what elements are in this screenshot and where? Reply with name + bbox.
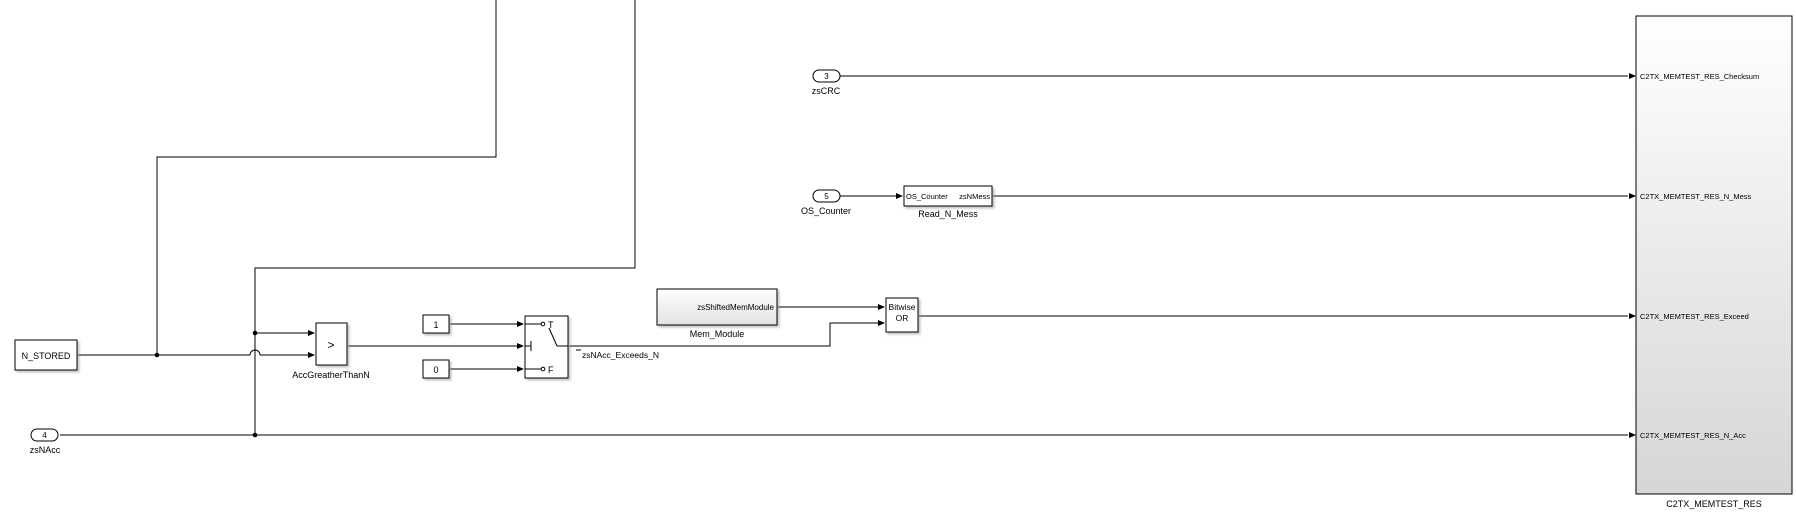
inport-zsnacc[interactable]: 4 zsNAcc [30, 428, 61, 455]
switch-true-port: T [548, 320, 554, 330]
bus-creator-block[interactable]: C2TX_MEMTEST_RES_Checksum C2TX_MEMTEST_R… [1635, 15, 1793, 509]
switch-false-port: F [548, 365, 554, 375]
compare-block[interactable]: > AccGreatherThanN [292, 322, 370, 380]
read-n-mess-block[interactable]: OS_Counter zsNMess Read_N_Mess [903, 185, 993, 219]
bus-port-label: C2TX_MEMTEST_RES_N_Mess [1640, 192, 1752, 201]
arrowheads [308, 73, 1636, 438]
branch-dot-nacc-compare [252, 330, 258, 336]
inport-os-counter[interactable]: 5 OS_Counter [801, 189, 851, 216]
arrow-bus-in-2 [1629, 193, 1636, 199]
arrow-switch-in-false [517, 366, 524, 372]
bus-port-label: C2TX_MEMTEST_RES_N_Acc [1640, 431, 1746, 440]
inport-number: 5 [824, 192, 829, 201]
n-stored-label: N_STORED [22, 351, 71, 361]
constant-1-block[interactable]: 1 [422, 314, 450, 334]
arrow-switch-in-true [517, 321, 524, 327]
mem-module-port: zsShiftedMemModule [697, 303, 774, 312]
arrow-bus-in-4 [1629, 432, 1636, 438]
arrow-compare-in-top [308, 330, 315, 336]
read-n-mess-name: Read_N_Mess [918, 209, 978, 219]
wire-top-left[interactable] [156, 0, 497, 355]
arrow-bus-in-3 [1629, 313, 1636, 319]
inport-name: zsNAcc [30, 445, 61, 455]
read-n-mess-out-port: zsNMess [959, 192, 990, 201]
inport-zscrc[interactable]: 3 zsCRC [812, 69, 841, 96]
switch-block[interactable]: T F [524, 315, 569, 379]
bus-port-label: C2TX_MEMTEST_RES_Checksum [1640, 72, 1759, 81]
mem-module-block[interactable]: zsShiftedMemModule Mem_Module [656, 288, 778, 339]
bus-port-label: C2TX_MEMTEST_RES_Exceed [1640, 312, 1749, 321]
wire-n-stored-hop[interactable] [249, 349, 261, 356]
branch-dot-n-stored [154, 352, 160, 358]
inport-name: zsCRC [812, 86, 841, 96]
bitwise-line1: Bitwise [889, 302, 916, 312]
arrow-bitwise-in-2 [878, 320, 885, 326]
constant-1-value: 1 [433, 320, 438, 330]
wire-top-right[interactable] [254, 0, 636, 435]
bitwise-line2: OR [896, 313, 909, 323]
signal-label-exceeds: zsNAcc_Exceeds_N [582, 350, 659, 360]
read-n-mess-in-port: OS_Counter [906, 192, 948, 201]
bitwise-or-block[interactable]: Bitwise OR [885, 297, 919, 333]
n-stored-block[interactable]: N_STORED [14, 339, 78, 371]
inport-number: 3 [824, 72, 829, 81]
switch-glyph [525, 321, 568, 372]
mem-module-name: Mem_Module [690, 329, 745, 339]
arrow-read-in [896, 193, 903, 199]
arrow-switch-in-control [517, 343, 524, 349]
inport-name: OS_Counter [801, 206, 851, 216]
signal-lines [60, 0, 1628, 436]
arrow-compare-in-bottom [308, 352, 315, 358]
constant-0-block[interactable]: 0 [422, 359, 450, 379]
bus-creator-name: C2TX_MEMTEST_RES [1666, 499, 1762, 509]
inport-number: 4 [42, 431, 47, 440]
branch-dot-nacc-bottom [252, 432, 258, 438]
constant-0-value: 0 [433, 365, 438, 375]
arrow-bus-in-1 [1629, 73, 1636, 79]
arrow-bitwise-in-1 [878, 304, 885, 310]
compare-symbol: > [327, 338, 334, 352]
compare-name: AccGreatherThanN [292, 370, 370, 380]
branch-points [154, 330, 258, 438]
wire-switch-to-bitwise[interactable] [569, 322, 878, 347]
